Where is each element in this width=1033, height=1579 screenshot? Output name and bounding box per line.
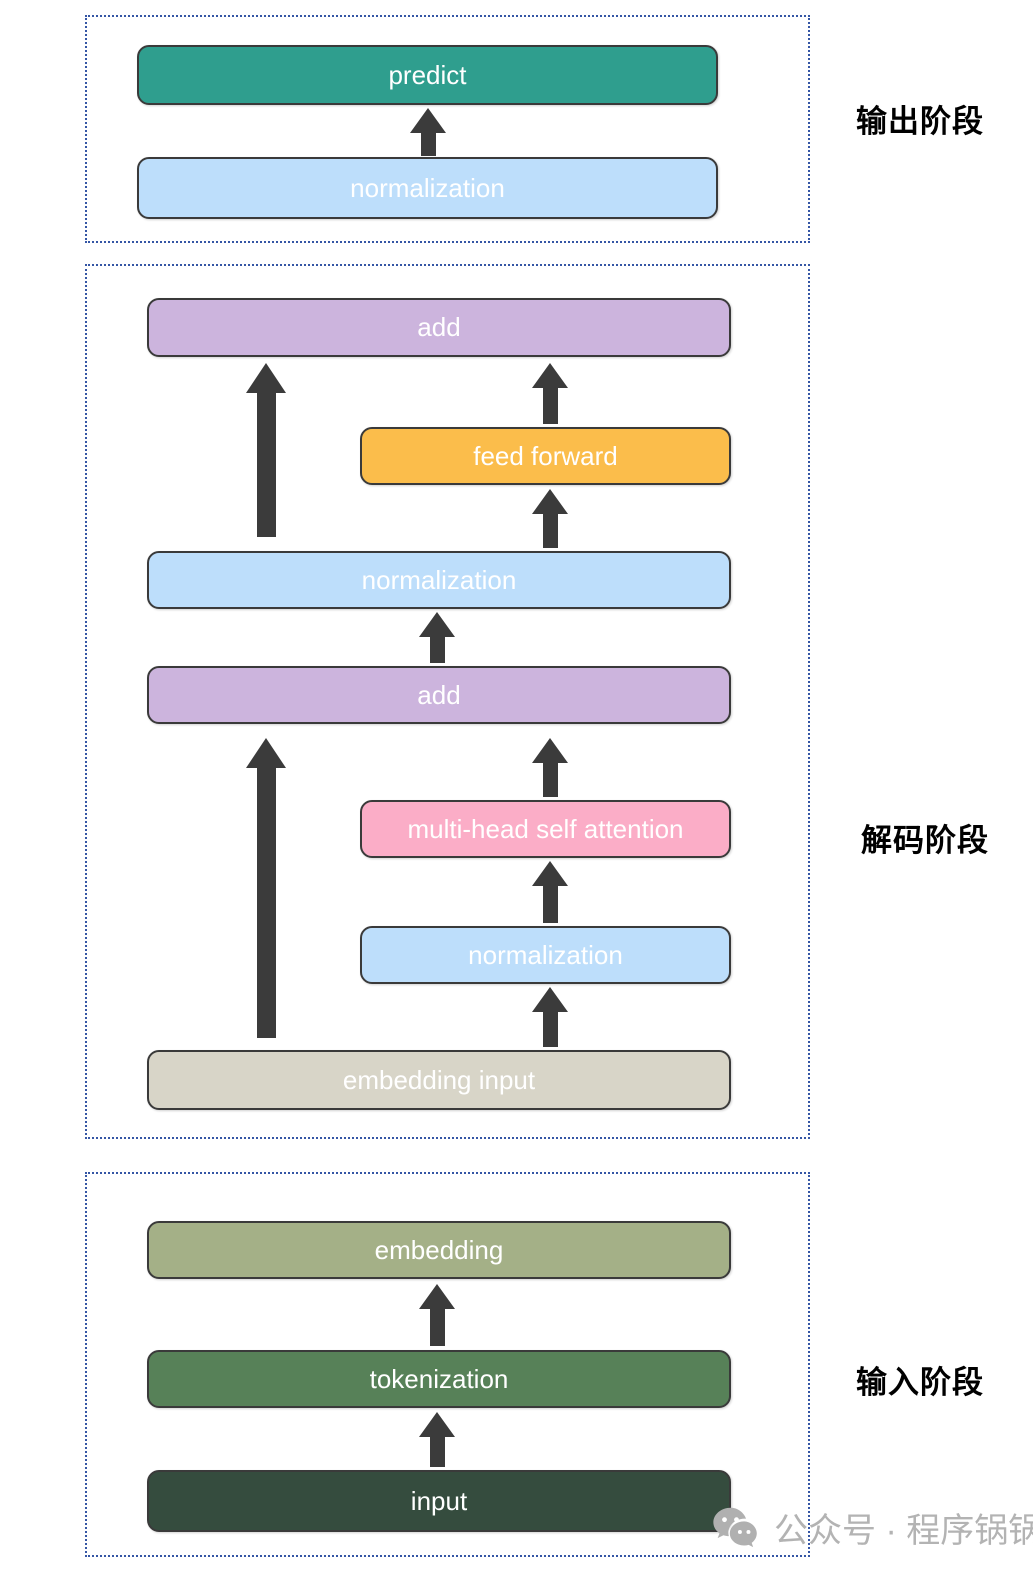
box-embedding-input: embedding input: [147, 1050, 731, 1110]
box-multi-head-self-attention: multi-head self attention: [360, 800, 731, 858]
box-input-label: input: [410, 1485, 468, 1516]
box-normalization-output-label: normalization: [350, 172, 505, 203]
box-add-2: add: [147, 666, 731, 724]
box-tokenization: tokenization: [147, 1350, 731, 1408]
box-normalization-decode-2: normalization: [360, 926, 731, 984]
box-add-1-label: add: [417, 312, 461, 342]
watermark: 公众号 · 程序锅锅: [712, 1503, 1033, 1552]
box-embedding-label: embedding: [374, 1234, 504, 1265]
arrow-feedforward-to-add1-icon: [532, 363, 568, 424]
stage-frame-output: [85, 15, 810, 243]
residual-arrow-1-icon: [246, 363, 286, 537]
arrow-tokenization-to-embedding-icon: [419, 1284, 455, 1346]
box-embedding-input-label: embedding input: [342, 1064, 536, 1095]
stage-label-decode: 解码阶段: [861, 823, 989, 858]
box-normalization-decode-1-label: normalization: [361, 564, 517, 595]
arrow-mhsa-to-add2-icon: [532, 738, 568, 797]
stage-label-input: 输入阶段: [856, 1365, 984, 1400]
residual-arrow-2-icon: [246, 738, 286, 1038]
box-feed-forward: feed forward: [360, 427, 731, 485]
stage-frame-decode: [85, 264, 810, 1139]
box-input: input: [147, 1470, 731, 1532]
box-add-2-label: add: [417, 679, 461, 710]
arrow-embinput-to-norm2-icon: [532, 987, 568, 1047]
box-normalization-decode-1: normalization: [147, 551, 731, 609]
arrow-norm1-to-feedforward-icon: [532, 489, 568, 548]
wechat-icon: [713, 1507, 757, 1547]
box-feed-forward-label: feed forward: [473, 440, 618, 471]
box-normalization-decode-2-label: normalization: [468, 939, 623, 970]
arrow-input-to-tokenization-icon: [419, 1412, 455, 1467]
box-predict: predict: [137, 45, 718, 105]
box-normalization-output: normalization: [137, 157, 718, 219]
box-mhsa-label: multi-head self attention: [407, 813, 684, 844]
box-add-1: add: [147, 298, 731, 357]
watermark-text: 公众号 · 程序锅锅: [774, 1512, 1033, 1550]
box-tokenization-label: tokenization: [369, 1363, 509, 1394]
box-embedding: embedding: [147, 1221, 731, 1279]
stage-label-output: 输出阶段: [856, 104, 984, 139]
stage-frame-input: [85, 1172, 810, 1557]
arrow-add2-to-norm1-icon: [419, 612, 455, 663]
arrow-norm2-to-mhsa-icon: [532, 861, 568, 923]
box-predict-label: predict: [388, 59, 467, 90]
arrow-norm-to-predict-icon: [410, 108, 446, 156]
